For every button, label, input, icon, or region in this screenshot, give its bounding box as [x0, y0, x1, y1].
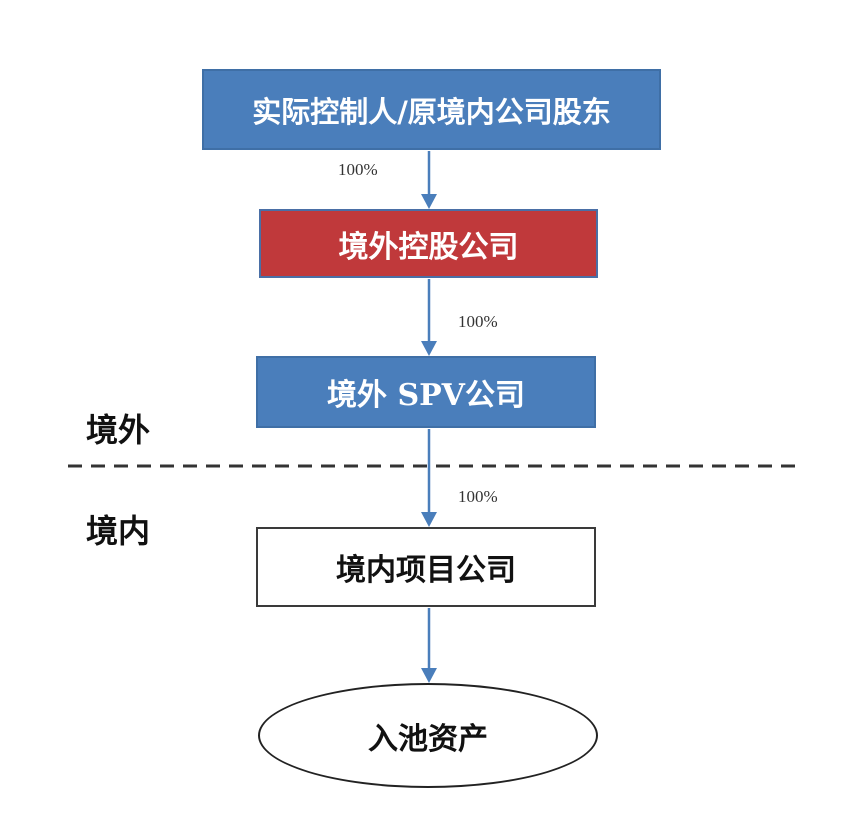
node-domestic-project-label: 境内项目公司: [336, 553, 516, 588]
arrowhead-assets: [421, 668, 437, 683]
node-offshore-spv: 境外 SPV公司: [256, 356, 596, 428]
node-offshore-holding-label: 境外控股公司: [338, 229, 519, 265]
edge-label-spv-project: 100%: [458, 487, 498, 506]
edge-label-controller-holding: 100%: [338, 160, 378, 179]
node-actual-controller: 实际控制人/原境内公司股东: [202, 69, 661, 150]
node-actual-controller-label: 实际控制人/原境内公司股东: [252, 94, 611, 129]
edge-label-holding-spv: 100%: [458, 312, 498, 331]
node-pool-assets-label: 入池资产: [368, 721, 488, 757]
node-pool-assets: 入池资产: [258, 683, 598, 788]
region-label-domestic: 境内: [86, 512, 151, 550]
node-offshore-holding: 境外控股公司: [259, 209, 598, 278]
node-offshore-spv-label: 境外 SPV公司: [327, 378, 525, 413]
arrowhead-holding: [421, 194, 437, 209]
arrowhead-project: [421, 512, 437, 527]
arrowhead-spv: [421, 341, 437, 356]
node-domestic-project: 境内项目公司: [256, 527, 596, 607]
region-label-offshore: 境外: [86, 411, 151, 449]
